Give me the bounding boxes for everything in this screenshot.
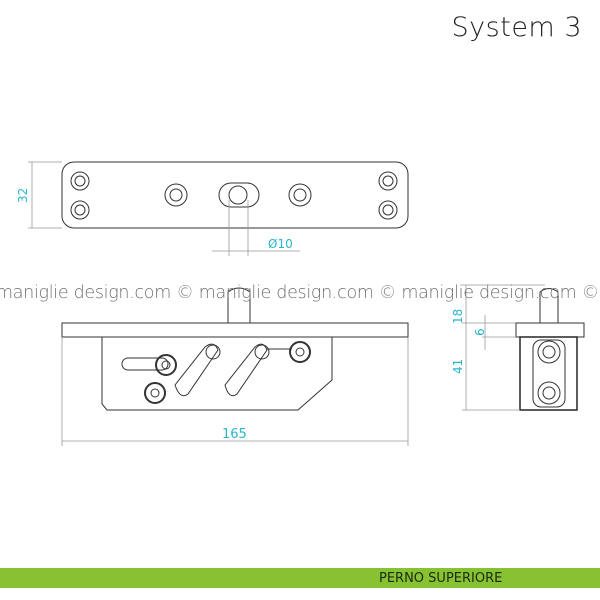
- dimension-lines-top: [28, 161, 300, 256]
- side-body: [519, 336, 578, 411]
- mounting-holes: [70, 171, 398, 220]
- pin-slot: [218, 182, 260, 208]
- dimension-pin-height: 18: [451, 309, 465, 324]
- footer-label: PERNO SUPERIORE: [379, 571, 503, 586]
- page-title: System 3: [451, 12, 582, 43]
- dimension-length: 165: [222, 427, 247, 442]
- front-plate: [61, 322, 409, 338]
- side-plate: [515, 322, 585, 338]
- front-pin: [227, 287, 251, 323]
- footer-bar: PERNO SUPERIORE: [0, 568, 600, 588]
- side-view: [462, 284, 585, 411]
- dimension-height-top: 32: [16, 188, 30, 203]
- watermark: maniglie design.com © maniglie design.co…: [0, 283, 599, 303]
- front-body: [101, 337, 333, 411]
- front-view: [61, 287, 409, 446]
- top-plate: [61, 161, 409, 229]
- dimension-body-height: 41: [451, 359, 465, 374]
- top-view: [28, 161, 409, 256]
- dimension-diameter: Ø10: [268, 237, 293, 251]
- side-pin: [539, 288, 559, 323]
- pin-top: [228, 185, 248, 205]
- dimension-plate-thickness: 6: [473, 328, 487, 336]
